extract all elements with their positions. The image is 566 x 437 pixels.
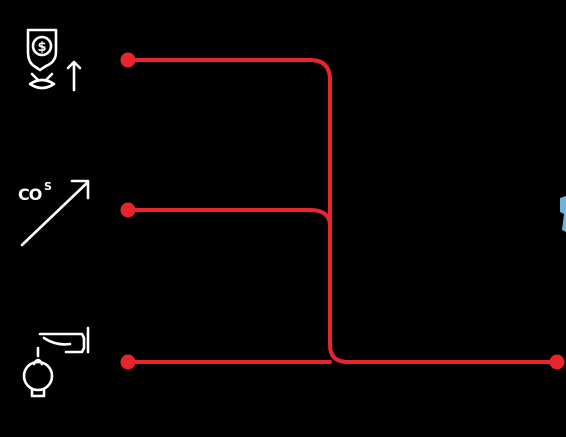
edge-accent-shape: [560, 196, 566, 232]
co-label: CO: [18, 185, 42, 204]
top-branch-line: [126, 58, 559, 364]
lightbulb-hand-icon: [22, 326, 90, 398]
dollar-glyph: $: [37, 40, 46, 55]
top-endpoint-dot: [120, 52, 136, 68]
co2-trend-up-icon: CO S: [18, 179, 90, 247]
bottom-endpoint-dot: [120, 354, 136, 370]
connector-endpoints: [120, 52, 565, 370]
co-superscript: S: [44, 180, 52, 193]
middle-branch-line: [126, 208, 332, 228]
right-endpoint-dot: [549, 354, 565, 370]
middle-endpoint-dot: [120, 202, 136, 218]
connector-lines: [126, 58, 559, 364]
money-bag-up-icon: $: [26, 28, 82, 92]
